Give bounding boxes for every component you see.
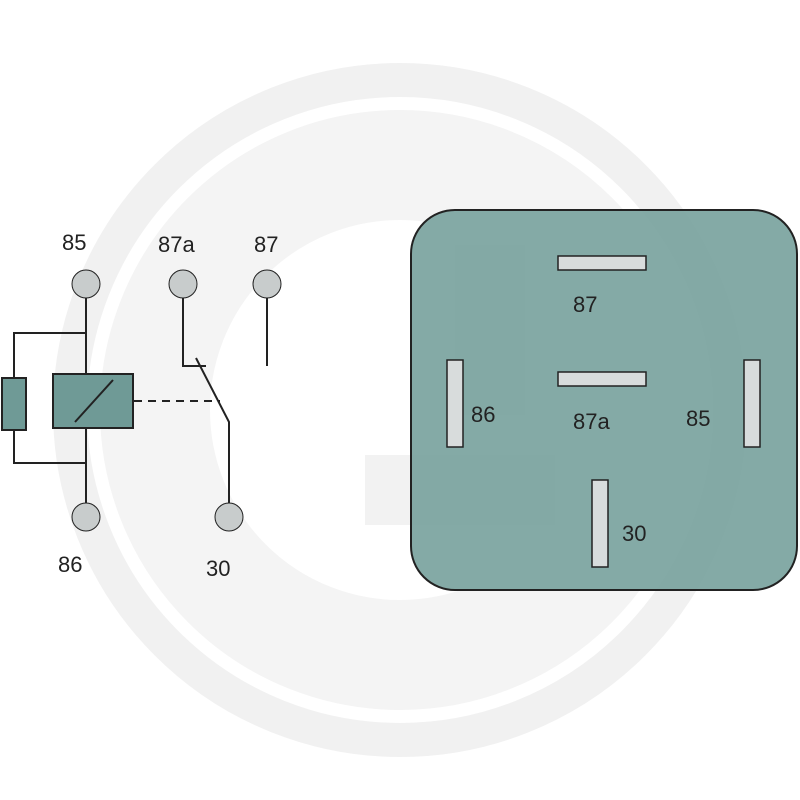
- suppression-component: [1, 377, 27, 431]
- coil-diagonal: [74, 379, 114, 423]
- pin-85: [743, 359, 761, 448]
- relay-footprint: 87 87a 86 85 30: [410, 209, 798, 591]
- terminal-86-dot: [71, 502, 101, 532]
- pin-30-label: 30: [622, 521, 646, 546]
- terminal-85-label: 85: [62, 230, 86, 255]
- relay-schematic: [13, 298, 268, 503]
- relay-body: [410, 209, 798, 591]
- pin-86: [446, 359, 464, 448]
- terminal-86-label: 86: [58, 552, 82, 577]
- wire-diode-bottom: [13, 430, 86, 464]
- wire-diode-top: [13, 332, 86, 378]
- pin-87: [557, 255, 647, 271]
- terminal-87a-label: 87a: [158, 232, 195, 257]
- pin-87a-label: 87a: [573, 409, 610, 434]
- wire-87a-contact: [182, 298, 206, 367]
- switch-arm: [195, 357, 230, 503]
- terminal-85-dot: [71, 269, 101, 299]
- pin-87a: [557, 371, 647, 387]
- terminal-87-dot: [252, 269, 282, 299]
- pin-87-label: 87: [573, 292, 597, 317]
- relay-coil: [52, 373, 134, 429]
- pin-86-label: 86: [471, 402, 495, 427]
- pin-30: [591, 479, 609, 568]
- terminal-30-dot: [214, 502, 244, 532]
- terminal-87a-dot: [168, 269, 198, 299]
- pin-85-label: 85: [686, 406, 710, 431]
- terminal-30-label: 30: [206, 556, 230, 581]
- terminal-87-label: 87: [254, 232, 278, 257]
